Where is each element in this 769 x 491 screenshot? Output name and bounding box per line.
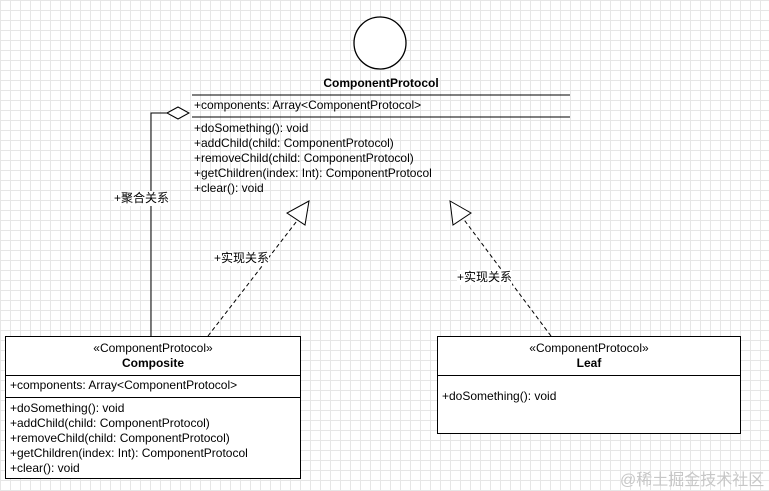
- composite-name-divider: [6, 375, 300, 376]
- protocol-method: +clear(): void: [194, 181, 264, 195]
- leaf-stereotype: «ComponentProtocol»: [529, 341, 649, 355]
- aggregation-diamond-icon: [165, 106, 191, 120]
- watermark: @稀土掘金技术社区: [620, 472, 765, 489]
- aggregation-label: +聚合关系: [114, 191, 170, 206]
- realization-edge-leaf[interactable]: [461, 216, 552, 337]
- composite-name: Composite: [121, 356, 184, 370]
- protocol-method: +addChild(child: ComponentProtocol): [194, 136, 394, 150]
- protocol-method: +doSomething(): void: [194, 121, 309, 135]
- realization-arrowhead-composite-icon: [286, 200, 310, 226]
- composite-attr-divider: [6, 397, 300, 398]
- interface-circle-icon: [353, 16, 407, 70]
- realization-edge-composite[interactable]: [207, 216, 301, 337]
- leaf-name: Leaf: [576, 356, 602, 370]
- composite-method: +clear(): void: [10, 461, 80, 475]
- protocol-attribute: +components: Array<ComponentProtocol>: [194, 98, 422, 112]
- protocol-name: ComponentProtocol: [323, 76, 439, 90]
- composite-method: +removeChild(child: ComponentProtocol): [10, 431, 230, 445]
- composite-method: +addChild(child: ComponentProtocol): [10, 416, 210, 430]
- protocol-method: +removeChild(child: ComponentProtocol): [194, 151, 414, 165]
- aggregation-edge[interactable]: [150, 112, 167, 336]
- leaf-class-box[interactable]: «ComponentProtocol» Leaf +doSomething():…: [437, 336, 741, 434]
- realization-label-leaf: +实现关系: [457, 270, 513, 285]
- realization-arrowhead-leaf-icon: [449, 200, 472, 226]
- composite-class-box[interactable]: «ComponentProtocol» Composite +component…: [5, 336, 301, 479]
- protocol-method: +getChildren(index: Int): ComponentProto…: [194, 166, 432, 180]
- leaf-name-divider: [438, 375, 740, 376]
- composite-method: +getChildren(index: Int): ComponentProto…: [10, 446, 248, 460]
- composite-attribute: +components: Array<ComponentProtocol>: [10, 378, 238, 392]
- realization-label-composite: +实现关系: [214, 251, 270, 266]
- composite-method: +doSomething(): void: [10, 401, 125, 415]
- leaf-method: +doSomething(): void: [442, 389, 557, 403]
- composite-stereotype: «ComponentProtocol»: [93, 341, 213, 355]
